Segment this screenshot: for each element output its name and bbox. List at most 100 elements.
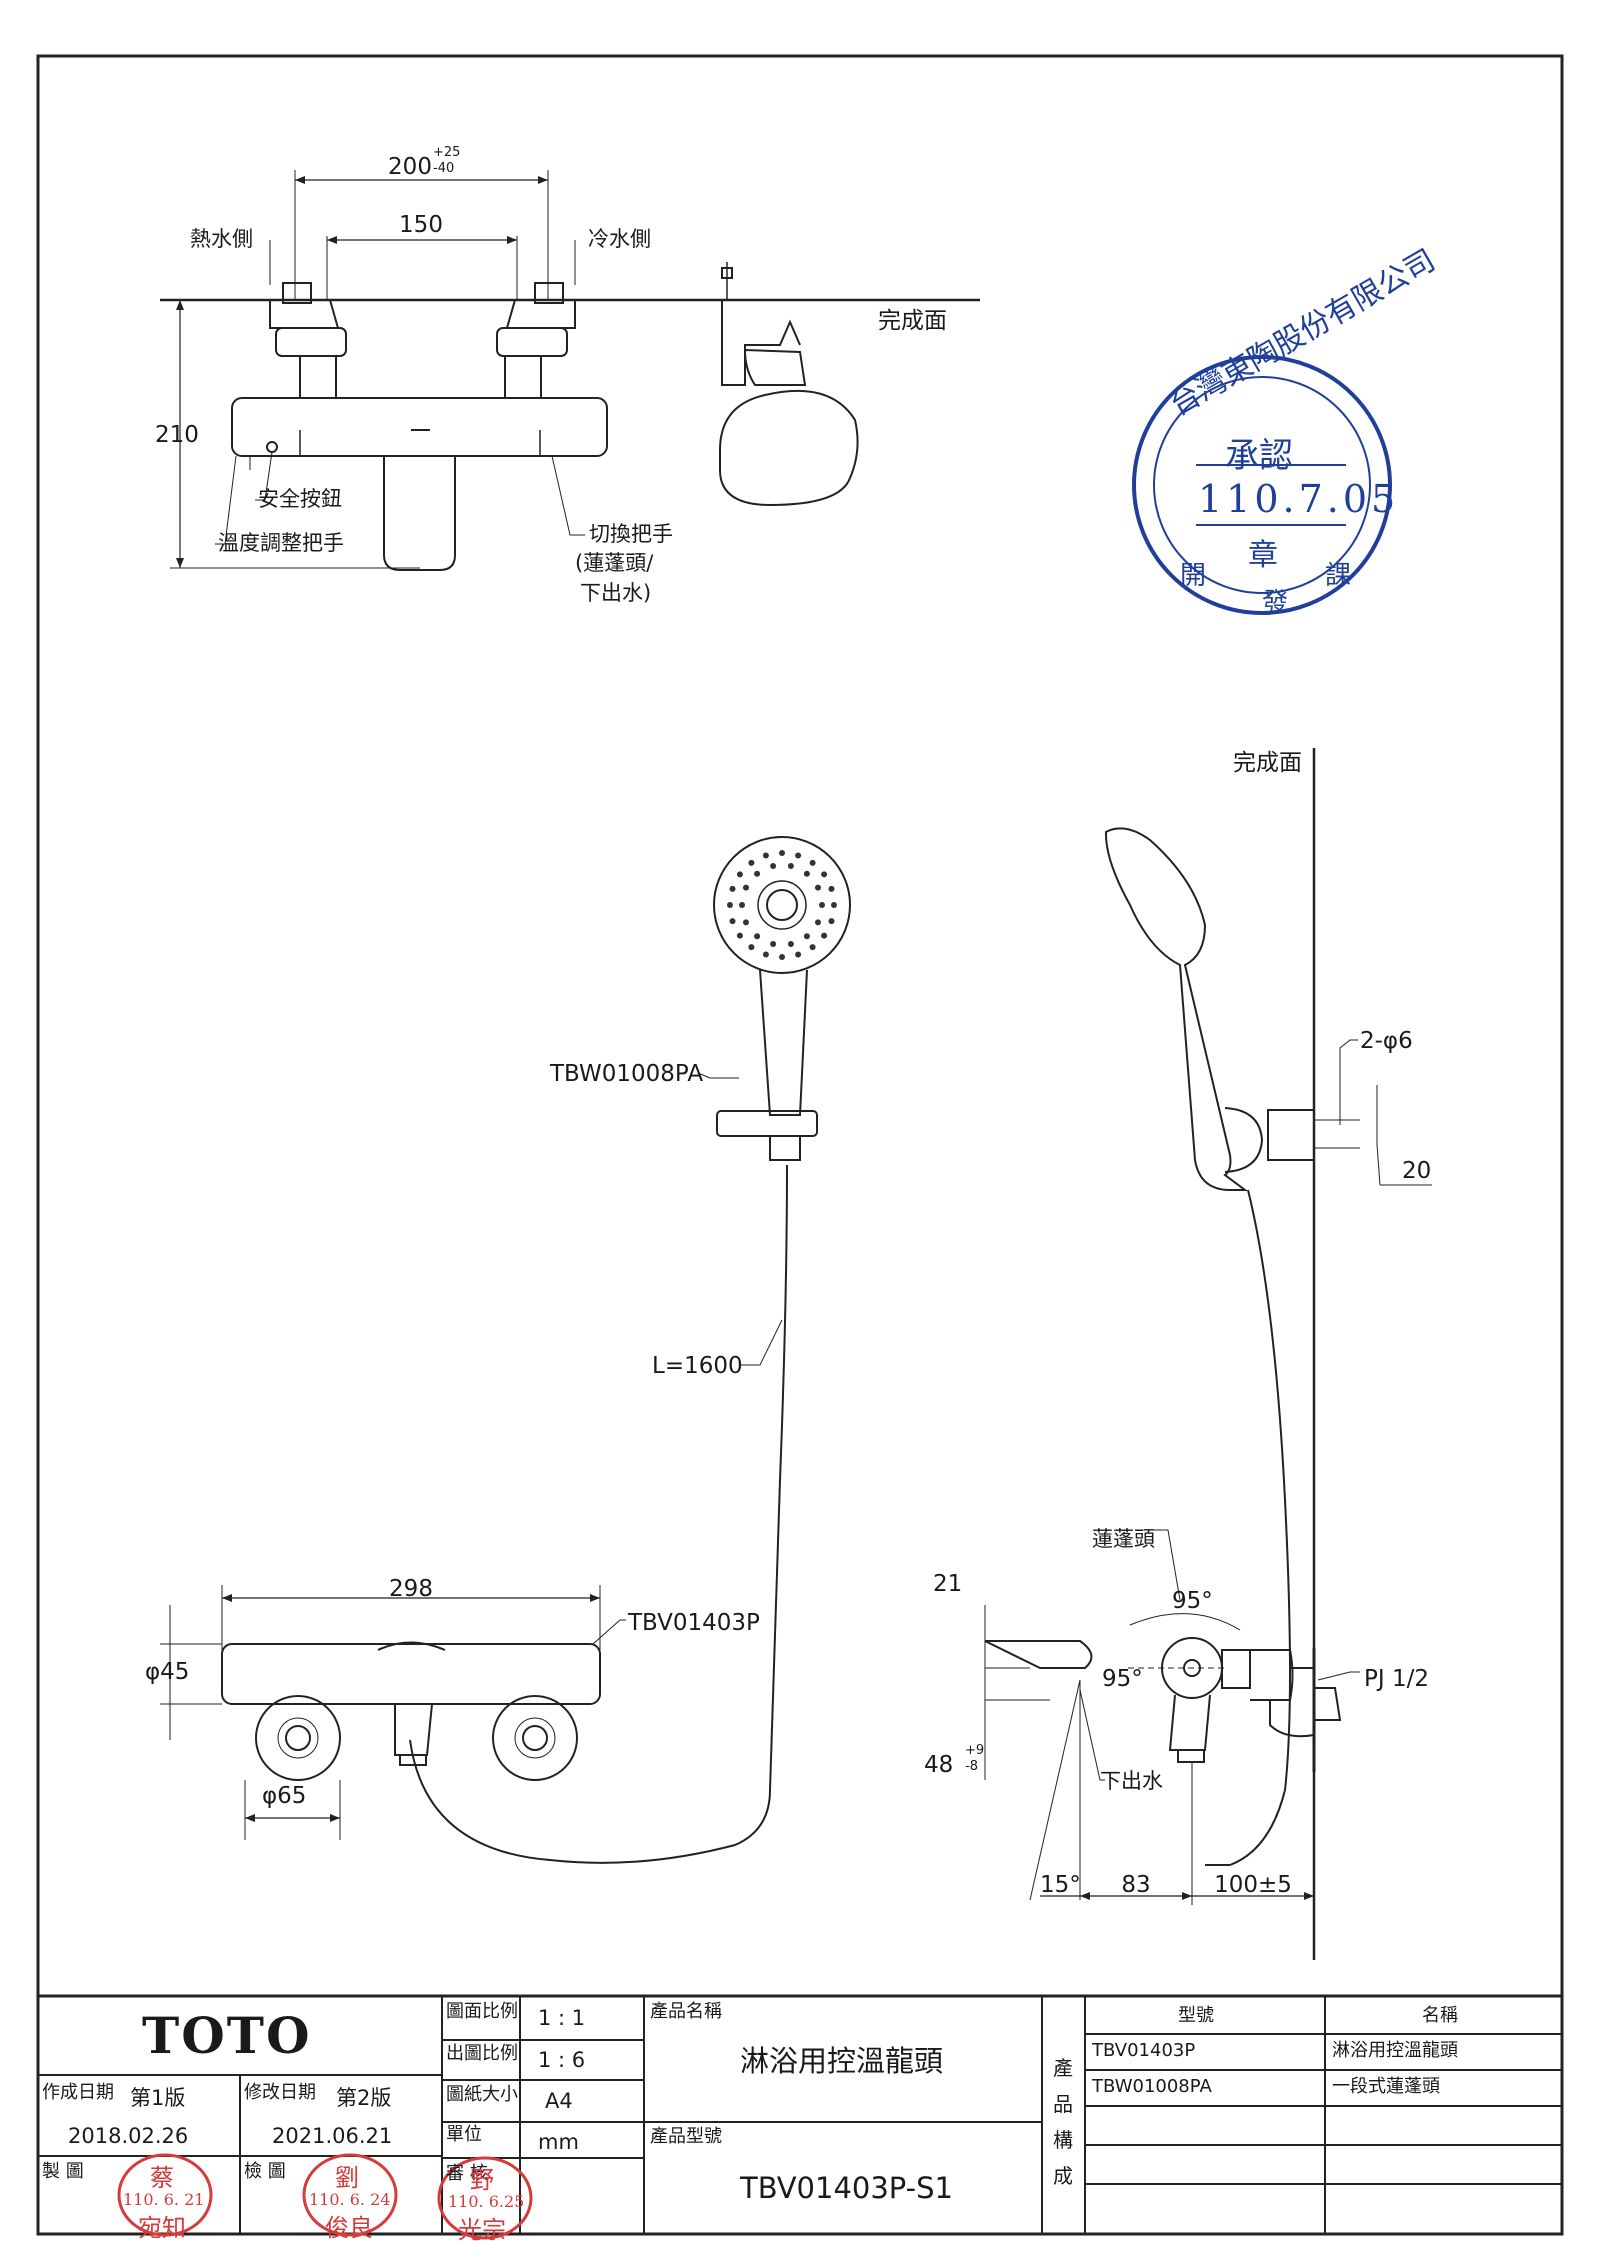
shower-hole bbox=[821, 871, 828, 878]
dim-83: 83 bbox=[1121, 1872, 1151, 1898]
created-date-label: 作成日期 bbox=[42, 2082, 114, 2103]
comp-row-2-model: TBW01008PA bbox=[1092, 2076, 1212, 2097]
approval-stamp-rings bbox=[1132, 355, 1392, 615]
shower-hole bbox=[748, 859, 755, 866]
hose-length-label: L=1600 bbox=[652, 1353, 743, 1379]
stamp-dept-right: 課 bbox=[1325, 561, 1352, 591]
shower-hole bbox=[762, 951, 769, 958]
dim-298: 298 bbox=[389, 1576, 433, 1602]
shower-hole bbox=[803, 933, 810, 940]
comp-row-1-name: 淋浴用控溫龍頭 bbox=[1332, 2040, 1458, 2061]
drawn-stamp-date: 110. 6. 21 bbox=[123, 2190, 205, 2209]
dim-21: 21 bbox=[933, 1571, 963, 1597]
scale-drawing-label: 圖面比例 bbox=[446, 2001, 518, 2022]
angle-95-top: 95° bbox=[1172, 1588, 1213, 1614]
shower-hole bbox=[770, 941, 777, 947]
shower-hole bbox=[729, 885, 736, 892]
angle-15: 15° bbox=[1040, 1872, 1081, 1898]
shower-hole bbox=[748, 944, 755, 951]
comp-row-1-model: TBV01403P bbox=[1092, 2040, 1196, 2061]
faucet-model-label: TBV01403P bbox=[628, 1610, 760, 1636]
audit-stamp-bottom: 光宗 bbox=[458, 2216, 506, 2244]
safety-button-label: 安全按鈕 bbox=[258, 487, 342, 511]
toto-logo: TOTO bbox=[142, 2006, 312, 2065]
personal-stamp-rings bbox=[117, 2153, 533, 2240]
front-faucet-linework bbox=[160, 1585, 626, 1840]
shower-hole bbox=[739, 902, 745, 908]
dim-200: 200 bbox=[388, 154, 432, 180]
scale-output-label: 出圖比例 bbox=[446, 2043, 518, 2064]
shower-hole bbox=[743, 919, 749, 926]
created-date-value: 2018.02.26 bbox=[68, 2124, 189, 2148]
paper-size-value: A4 bbox=[545, 2089, 573, 2113]
front-shower-linework bbox=[409, 836, 851, 1864]
shower-hole bbox=[819, 902, 825, 908]
shower-hole bbox=[795, 852, 802, 859]
dim-210: 210 bbox=[155, 422, 199, 448]
shower-hole bbox=[828, 918, 835, 925]
revised-date-label: 修改日期 bbox=[244, 2082, 316, 2103]
dim-48-tol-plus: +9 bbox=[965, 1743, 985, 1758]
pj-label: PJ 1/2 bbox=[1364, 1666, 1429, 1692]
shower-hole bbox=[736, 871, 743, 878]
shower-hole bbox=[729, 918, 736, 925]
switch-handle-label-3: 下出水) bbox=[580, 581, 652, 605]
comp-head-name: 名稱 bbox=[1422, 2005, 1458, 2026]
side-finish-surface-label: 完成面 bbox=[1233, 750, 1302, 776]
dia-65: φ65 bbox=[262, 1783, 307, 1809]
stamp-seal: 章 bbox=[1248, 538, 1278, 573]
switch-handle-label: 切換把手 bbox=[589, 522, 673, 546]
shower-hole bbox=[779, 954, 785, 960]
shower-head-label: 蓮蓬頭 bbox=[1092, 1527, 1155, 1551]
cold-side-label: 冷水側 bbox=[588, 227, 651, 251]
comp-row-2-name: 一段式蓮蓬頭 bbox=[1332, 2076, 1440, 2097]
audit-stamp-date: 110. 6.25 bbox=[448, 2192, 525, 2211]
comp-head-model: 型號 bbox=[1178, 2005, 1214, 2026]
dim-48-tol-minus: -8 bbox=[965, 1759, 978, 1774]
checked-stamp-top: 劉 bbox=[335, 2164, 359, 2192]
hot-side-label: 熱水側 bbox=[190, 227, 253, 251]
paper-size-label: 圖紙大小 bbox=[446, 2084, 518, 2105]
product-name-label: 產品名稱 bbox=[650, 2001, 722, 2022]
shower-hole bbox=[831, 902, 837, 908]
shower-hole bbox=[736, 932, 743, 939]
shower-hole bbox=[815, 884, 821, 891]
drawn-stamp-top: 蔡 bbox=[150, 2164, 174, 2192]
shower-hole bbox=[795, 951, 802, 958]
product-name-value: 淋浴用控溫龍頭 bbox=[740, 2044, 944, 2078]
unit-label: 單位 bbox=[446, 2124, 482, 2145]
product-no-label: 產品型號 bbox=[650, 2126, 722, 2147]
audit-stamp-top: 野 bbox=[470, 2166, 494, 2194]
finish-surface-label: 完成面 bbox=[878, 308, 947, 334]
shower-hole bbox=[743, 884, 749, 891]
spout-label: 下出水 bbox=[1100, 1769, 1163, 1793]
angle-95-mid: 95° bbox=[1102, 1666, 1143, 1692]
dimension-arrowheads bbox=[176, 176, 1314, 1900]
top-view-linework bbox=[160, 170, 980, 571]
shower-hole bbox=[787, 863, 794, 869]
version-2: 第2版 bbox=[336, 2086, 392, 2110]
dim-100: 100±5 bbox=[1214, 1872, 1292, 1898]
shower-hole bbox=[809, 859, 816, 866]
shower-hole bbox=[821, 932, 828, 939]
shower-model-label: TBW01008PA bbox=[550, 1061, 704, 1087]
scale-output-value: 1 : 6 bbox=[538, 2048, 586, 2072]
dim-200-tol-plus: +25 bbox=[433, 145, 461, 160]
unit-value: mm bbox=[538, 2130, 579, 2154]
composition-label: 產品構成 bbox=[1053, 2056, 1073, 2188]
temp-handle-label: 溫度調整把手 bbox=[218, 531, 344, 555]
shower-hole bbox=[787, 941, 794, 947]
version-1: 第1版 bbox=[130, 2086, 186, 2110]
product-no-value: TBV01403P-S1 bbox=[740, 2171, 953, 2205]
revised-date-value: 2021.06.21 bbox=[272, 2124, 393, 2148]
shower-hole bbox=[754, 933, 761, 940]
scale-drawing-value: 1 : 1 bbox=[538, 2006, 586, 2030]
shower-hole bbox=[727, 902, 733, 908]
shower-hole bbox=[762, 852, 769, 859]
holes-label: 2-φ6 bbox=[1360, 1028, 1413, 1054]
shower-hole bbox=[828, 885, 835, 892]
drawn-by-label: 製 圖 bbox=[42, 2161, 84, 2182]
